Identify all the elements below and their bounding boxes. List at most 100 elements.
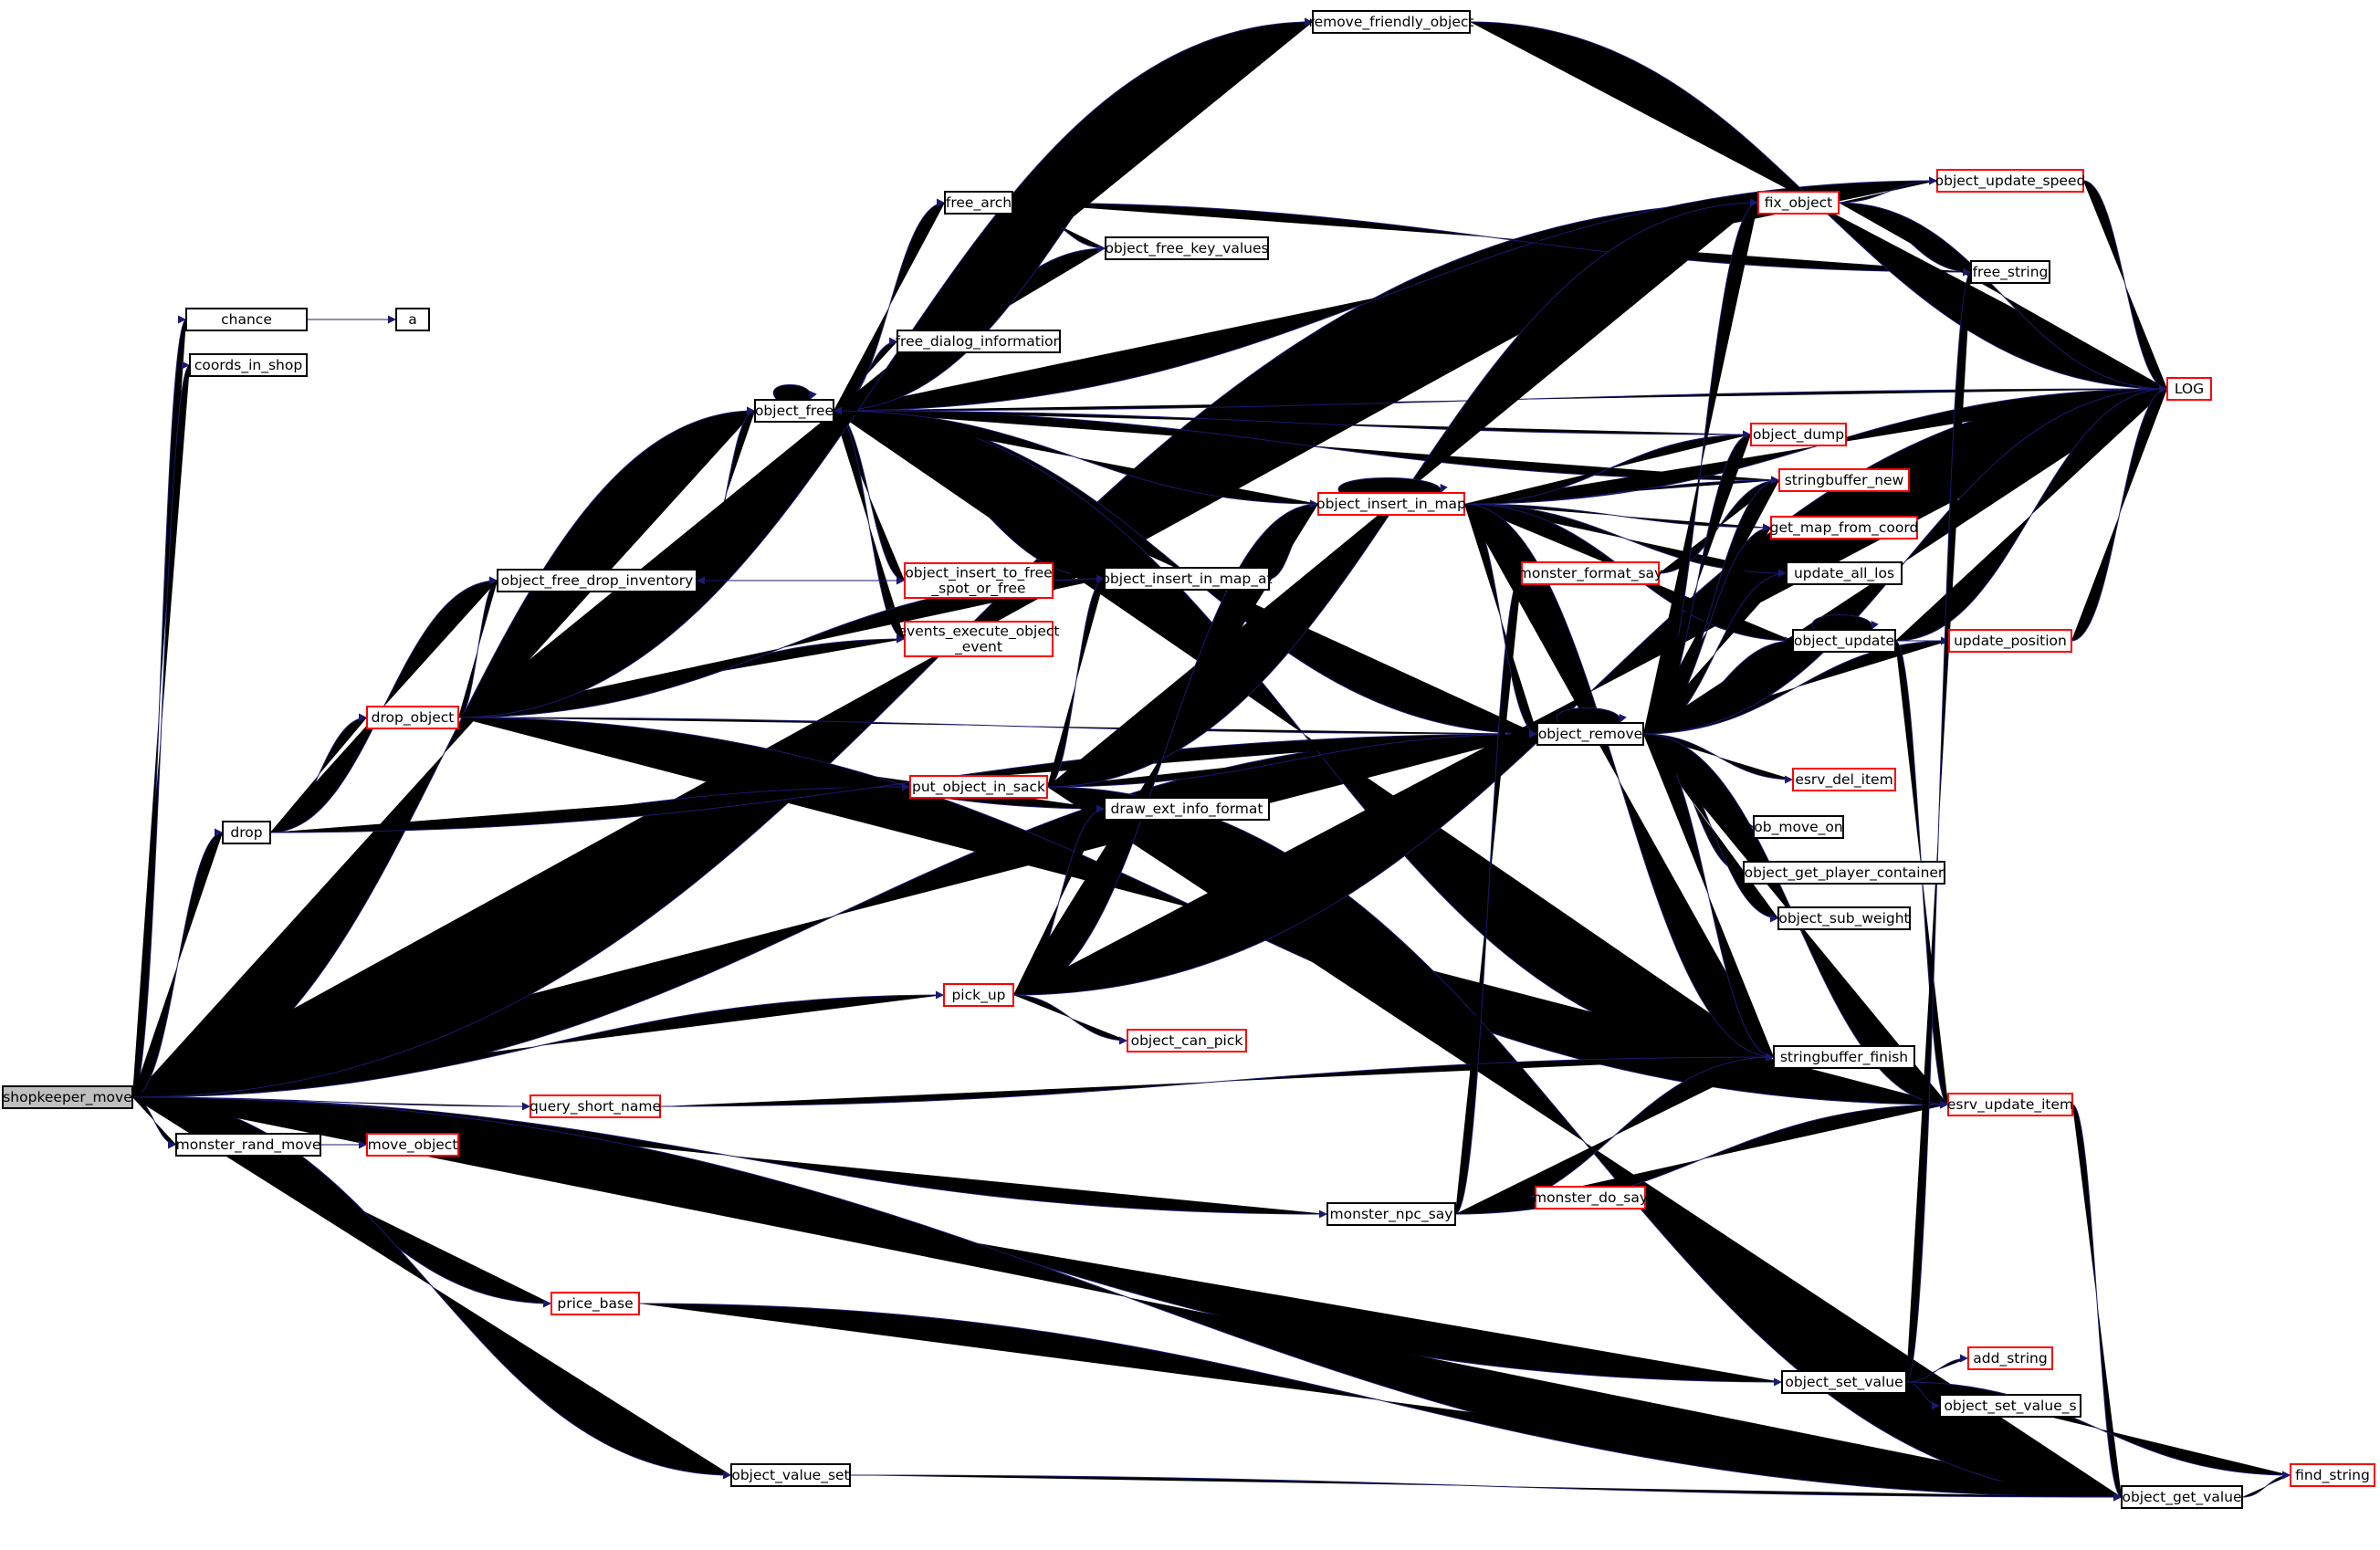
edge-put_object_in_sack-to-object_insert_in_map_at xyxy=(1046,574,1106,788)
node-label: fix_object xyxy=(1765,194,1832,212)
node-box xyxy=(1317,492,1465,516)
node-box xyxy=(366,706,459,729)
node-update-all-los[interactable]: update_all_los xyxy=(1786,561,1903,585)
edge-object_update-to-LOG xyxy=(1894,384,2168,642)
node-label: object_set_value_s xyxy=(1944,1398,2076,1415)
node-monster-do-say[interactable]: monster_do_say xyxy=(1533,1186,1648,1210)
node-get-map-from-coord[interactable]: get_map_from_coord xyxy=(1770,516,1919,539)
edge-object_remove-to-object_remove xyxy=(1556,707,1627,724)
node-box xyxy=(1947,1093,2073,1116)
edge-shopkeeper_move-to-object_value_set xyxy=(131,1096,732,1480)
node-draw-ext-info-format[interactable]: draw_ext_info_format xyxy=(1104,797,1270,821)
node-query-short-name[interactable]: query_short_name xyxy=(529,1094,661,1118)
node-monster-npc-say[interactable]: monster_npc_say xyxy=(1326,1202,1456,1226)
node-label: query_short_name xyxy=(529,1098,661,1115)
node-coords-in-shop[interactable]: coords_in_shop xyxy=(189,353,308,377)
node-drop-object[interactable]: drop_object xyxy=(366,706,459,729)
edge-object_remove-to-LOG xyxy=(1642,384,2168,735)
node-label: object_get_player_container xyxy=(1745,864,1945,882)
node-object-remove[interactable]: object_remove xyxy=(1536,722,1644,746)
node-object-set-value[interactable]: object_set_value xyxy=(1781,1370,1907,1394)
node-stringbuffer-new[interactable]: stringbuffer_new xyxy=(1778,468,1910,492)
node-label: object_free_key_values xyxy=(1105,240,1268,257)
node-remove-friendly-object[interactable]: remove_friendly_object xyxy=(1309,10,1474,34)
node-object-insert-to-free-spot-or-free[interactable]: object_insert_to_free_spot_or_free xyxy=(904,562,1054,599)
node-object-update-speed[interactable]: object_update_speed xyxy=(1935,169,2086,193)
edge-shopkeeper_move-to-coords_in_shop xyxy=(131,361,191,1098)
node-free-string[interactable]: free_string xyxy=(1970,260,2050,284)
node-object-insert-in-map-at[interactable]: object_insert_in_map_at xyxy=(1101,567,1273,591)
node-free-dialog-information[interactable]: free_dialog_information xyxy=(896,330,1063,353)
node-box xyxy=(222,821,271,844)
node-label: shopkeeper_move xyxy=(3,1089,132,1106)
node-add-string[interactable]: add_string xyxy=(1967,1346,2053,1370)
node-box xyxy=(2121,1485,2243,1509)
edge-object_update-to-object_update xyxy=(1811,614,1879,631)
node-monster-format-say[interactable]: monster_format_say xyxy=(1518,561,1662,585)
node-move-object[interactable]: move_object xyxy=(366,1133,459,1157)
node-drop[interactable]: drop xyxy=(222,821,271,844)
node-label: monster_npc_say xyxy=(1330,1206,1453,1223)
node-object-can-pick[interactable]: object_can_pick xyxy=(1127,1029,1247,1053)
node-pick-up[interactable]: pick_up xyxy=(943,983,1014,1007)
node-object-value-set[interactable]: object_value_set xyxy=(730,1463,851,1487)
edge-object_set_value-to-free_string xyxy=(1905,267,1972,1383)
node-label: ob_move_on xyxy=(1754,819,1842,836)
node-stringbuffer-finish[interactable]: stringbuffer_finish xyxy=(1773,1045,1915,1069)
edge-shopkeeper_move-to-drop xyxy=(131,828,224,1098)
node-object-sub-weight[interactable]: object_sub_weight xyxy=(1777,906,1911,930)
node-object-free[interactable]: object_free xyxy=(754,399,834,423)
node-LOG[interactable]: LOG xyxy=(2166,377,2212,401)
node-chance[interactable]: chance xyxy=(185,308,308,331)
node-label: object_insert_in_map xyxy=(1316,496,1466,513)
node-label: esrv_update_item xyxy=(1947,1096,2073,1114)
node-put-object-in-sack[interactable]: put_object_in_sack xyxy=(909,775,1048,799)
node-object-set-value-s[interactable]: object_set_value_s xyxy=(1939,1394,2081,1418)
node-box xyxy=(1936,169,2084,193)
node-box xyxy=(1743,861,1945,885)
node-box xyxy=(896,330,1061,353)
node-update-position[interactable]: update_position xyxy=(1948,629,2072,653)
node-box xyxy=(497,569,697,592)
edge-query_short_name-to-stringbuffer_finish xyxy=(659,1053,1775,1107)
node-ob-move-on[interactable]: ob_move_on xyxy=(1753,815,1844,839)
edge-drop_object-to-object_remove xyxy=(457,717,1538,738)
node-box xyxy=(2166,377,2212,401)
node-box xyxy=(904,562,1054,599)
node-free-arch[interactable]: free_arch xyxy=(944,191,1013,215)
node-label: monster_do_say xyxy=(1533,1189,1648,1207)
node-object-update[interactable]: object_update xyxy=(1792,629,1896,653)
node-box xyxy=(904,621,1054,657)
node-events-execute-object-event[interactable]: events_execute_object_event xyxy=(898,621,1060,657)
node-fix-object[interactable]: fix_object xyxy=(1757,191,1840,215)
edge-drop-to-object_remove xyxy=(269,729,1538,833)
node-label: object_insert_in_map_at xyxy=(1101,571,1272,588)
node-object-dump[interactable]: object_dump xyxy=(1750,423,1847,446)
node-object-free-key-values[interactable]: object_free_key_values xyxy=(1105,236,1269,260)
node-label: object_set_value xyxy=(1785,1374,1903,1391)
node-box xyxy=(189,353,308,377)
node-box xyxy=(1750,423,1847,446)
node-label: price_base xyxy=(557,1295,633,1313)
node-label: draw_ext_info_format xyxy=(1111,801,1263,818)
node-esrv-update-item[interactable]: esrv_update_item xyxy=(1947,1093,2073,1116)
node-object-insert-in-map[interactable]: object_insert_in_map xyxy=(1316,492,1466,516)
edge-free_arch-to-free_string xyxy=(1012,202,1972,277)
node-box xyxy=(1792,629,1896,653)
node-object-get-player-container[interactable]: object_get_player_container xyxy=(1743,861,1945,885)
node-find-string[interactable]: find_string xyxy=(2290,1463,2375,1487)
node-box xyxy=(1312,10,1471,34)
node-box xyxy=(754,399,834,423)
edge-object_value_set-to-object_get_value xyxy=(849,1474,2123,1502)
node-object-get-value[interactable]: object_get_value xyxy=(2121,1485,2243,1509)
edge-object_free-to-object_free xyxy=(773,384,817,401)
node-price-base[interactable]: price_base xyxy=(550,1292,640,1315)
node-monster-rand-move[interactable]: monster_rand_move xyxy=(175,1133,321,1157)
node-a[interactable]: a xyxy=(395,308,430,331)
node-box xyxy=(550,1292,640,1315)
node-esrv-del-item[interactable]: esrv_del_item xyxy=(1792,768,1896,791)
node-label: stringbuffer_finish xyxy=(1780,1049,1908,1066)
node-object-free-drop-inventory[interactable]: object_free_drop_inventory xyxy=(497,569,697,592)
node-box xyxy=(1127,1029,1247,1053)
